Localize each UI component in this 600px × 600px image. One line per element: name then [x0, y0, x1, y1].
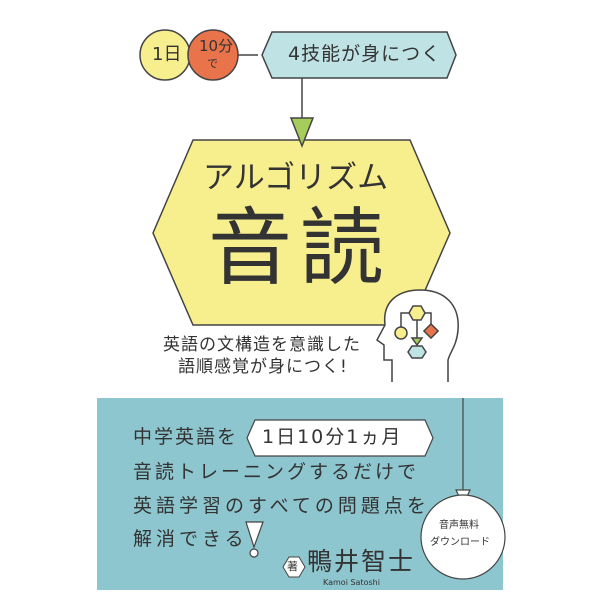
download-line2[interactable]: ダウンロード [430, 537, 490, 548]
author-mark: 著 [287, 560, 298, 573]
download-line1[interactable]: 音声無料 [439, 520, 479, 531]
panel-line3: 英語学習のすべての問題点を [133, 495, 430, 517]
author-name: 鴨井智士 [307, 547, 416, 576]
minutes-badge [187, 29, 239, 81]
subtitle-line1: 英語の文構造を意識した [163, 335, 361, 355]
title-main: 音読 [208, 199, 393, 297]
author-romaji: Kamoi Satoshi [323, 578, 380, 587]
arrow-down-icon [289, 117, 315, 149]
minutes-label: 10分 [199, 37, 234, 55]
exclamation-dot [249, 548, 259, 558]
duration-hexagon [246, 419, 434, 457]
skills-label: 4技能が身につく [288, 43, 442, 65]
panel-line2: 音読トレーニングするだけで [133, 461, 420, 483]
author-mark-hexagon [282, 556, 306, 578]
skills-hexagon [261, 31, 457, 79]
de-label: で [207, 57, 218, 70]
exclamation-icon [245, 521, 264, 549]
panel-line1: 中学英語を [133, 426, 239, 448]
title-sub: アルゴリズム [203, 160, 389, 196]
duration-label: 1日10分1ヵ月 [262, 426, 403, 448]
day-label: 1日 [152, 44, 182, 65]
panel-line4: 解消できる [133, 528, 248, 550]
head-algorithm-icon [376, 289, 459, 382]
download-circle [420, 494, 506, 580]
subtitle-line2: 語順感覚が身につく! [178, 357, 348, 377]
